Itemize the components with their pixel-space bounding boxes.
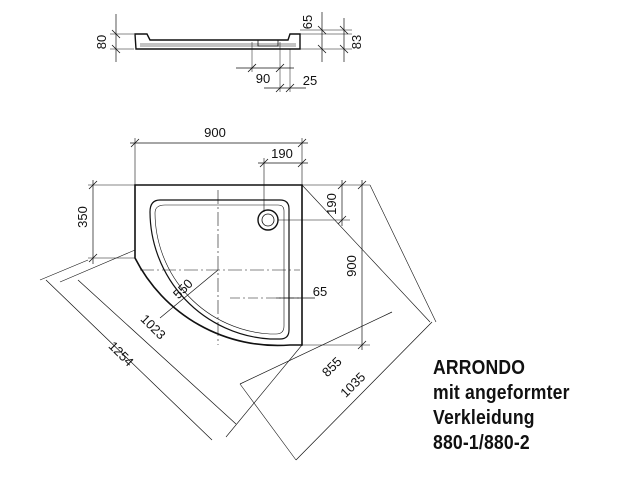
dim-side-top-offset: 65: [300, 15, 315, 29]
product-subtitle-line2: Verkleidung: [433, 407, 535, 429]
dim-rim: 65: [313, 284, 327, 299]
dim-side-drain-width: 90: [256, 71, 270, 86]
dim-side-edge-offset: 25: [303, 73, 317, 88]
side-view-tray: [134, 33, 301, 50]
dim-side-overall-height: 83: [349, 35, 364, 49]
dim-plan-width: 900: [204, 125, 226, 140]
product-model-number: 880-1/880-2: [433, 432, 530, 454]
dim-side-height: 80: [94, 35, 109, 49]
drain: [257, 209, 279, 231]
dim-plan-depth: 900: [344, 255, 359, 277]
tray-basin: [149, 199, 290, 340]
plan-view: [39, 138, 437, 461]
dim-diagonal-inner: 1023: [138, 311, 169, 342]
dim-diagonal-depth-outer: 1035: [337, 369, 368, 400]
product-name: ARRONDO: [433, 357, 526, 379]
dim-diagonal-depth-inner: 855: [319, 354, 345, 380]
dim-drain-x: 190: [271, 146, 293, 161]
dim-straight-depth: 350: [75, 206, 90, 228]
product-subtitle-line1: mit angeformter: [433, 382, 570, 404]
dim-diagonal-outer: 1254: [106, 338, 137, 369]
dim-radius: 550: [170, 276, 196, 302]
dim-drain-y: 190: [324, 193, 339, 215]
product-title-block: ARRONDO mit angeformter Verkleidung 880-…: [433, 356, 588, 456]
side-view: [110, 12, 352, 93]
tray-outline: [134, 184, 303, 347]
